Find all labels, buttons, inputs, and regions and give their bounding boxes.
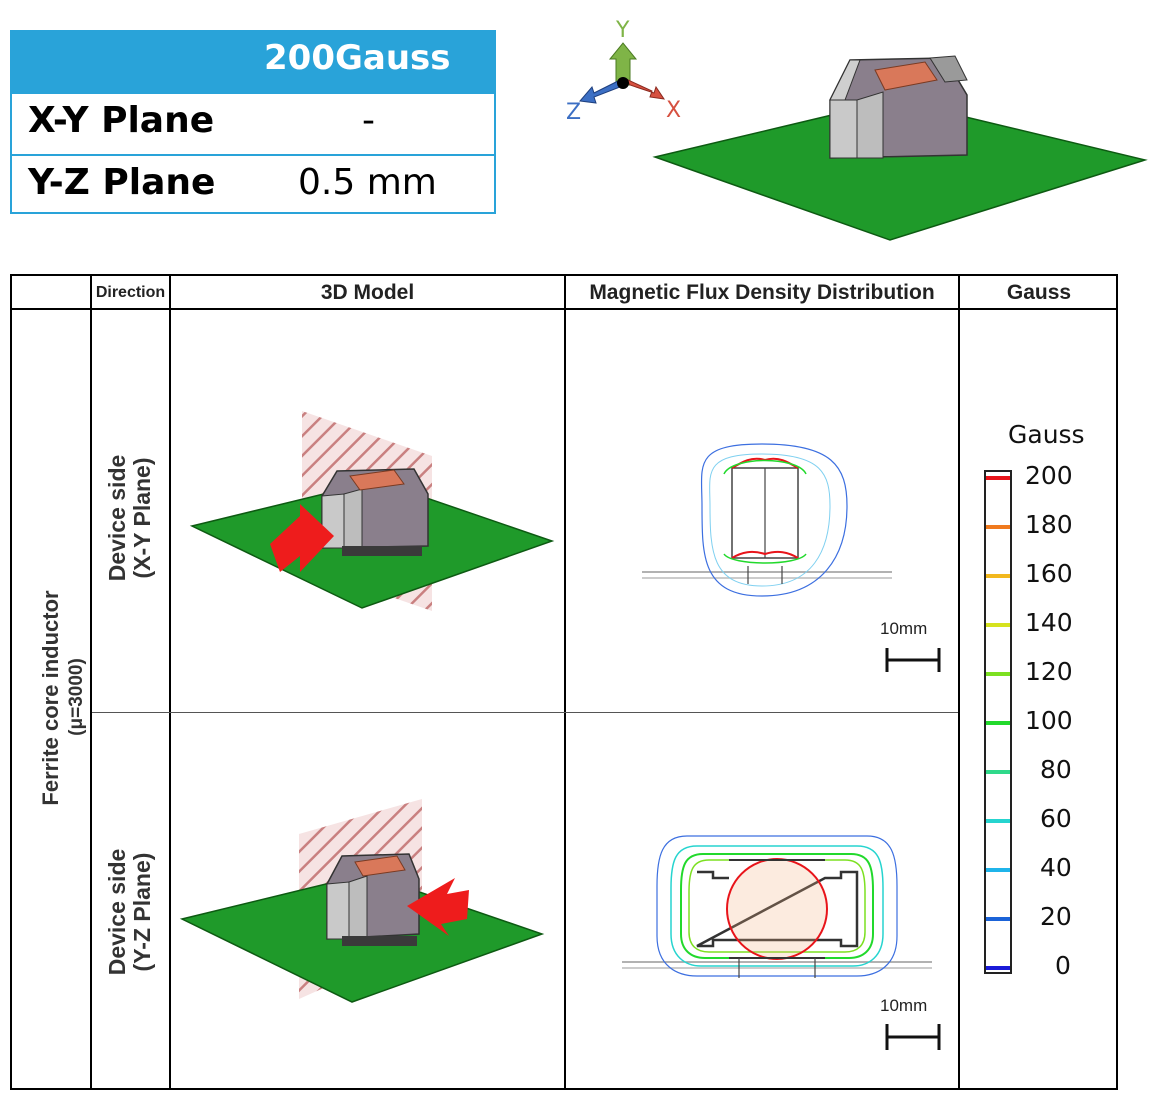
colorbar-tick-mark [986,770,1010,774]
colorbar-tick-label: 20 [1040,902,1072,931]
col-divider [564,276,566,1088]
colorbar-title: Gauss [1008,420,1085,449]
axis-y-label: Y [615,18,630,43]
row-1-direction: Device side [104,454,130,582]
row-2-plane: (Y-Z Plane) [129,852,155,972]
scale-label-yz: 10mm [880,996,928,1015]
colorbar-tick-label: 200 [1025,461,1073,490]
colorbar [984,470,1012,974]
colorbar-tick-mark [986,574,1010,578]
colorbar-tick-label: 80 [1040,755,1072,784]
summary-row-label: X-Y Plane [28,100,215,141]
axis-x-label: X [666,98,681,123]
inductor-3d-illustration [652,55,1148,241]
colorbar-tick-mark [986,623,1010,627]
colorbar-tick-mark [986,819,1010,823]
colorbar-tick-label: 160 [1025,559,1073,588]
col-divider [169,276,171,1088]
summary-header-label: 200Gauss [264,38,451,78]
row-2-direction: Device side [104,848,130,976]
axis-z-label: Z [566,100,581,125]
colorbar-tick-label: 180 [1025,510,1073,539]
colorbar-tick-mark [986,721,1010,725]
scale-bar-xy [885,648,941,672]
summary-row-value: 0.5 mm [298,162,437,203]
flux-table: Direction 3D Model Magnetic Flux Density… [10,274,1118,1090]
header-flux-distribution: Magnetic Flux Density Distribution [589,281,935,304]
colorbar-tick-label: 60 [1040,804,1072,833]
header-gauss: Gauss [1006,281,1072,304]
col-divider [90,276,92,1088]
colorbar-tick-mark [986,672,1010,676]
colorbar-tick-mark [986,917,1010,921]
header-direction: Direction [95,284,166,301]
row-1-plane: (X-Y Plane) [129,457,155,579]
axes-triad-icon: Y X Z [566,18,681,125]
header-3d-model: 3D Model [320,281,415,304]
model-yz-illustration [179,799,545,1003]
flux-yz-plot [622,835,932,978]
colorbar-tick-label: 120 [1025,657,1073,686]
flux-xy-plot [642,443,892,597]
colorbar-tick-label: 100 [1025,706,1073,735]
summary-row-value: - [362,100,375,141]
summary-header: 200Gauss [12,32,494,94]
colorbar-tick-mark [986,476,1010,480]
scale-label-xy: 10mm [880,619,928,638]
colorbar-tick-mark [986,966,1010,970]
summary-row-yz: Y-Z Plane 0.5 mm [12,156,494,216]
scale-bar-yz [885,1024,941,1050]
row-group-name: Ferrite core inductor [38,590,63,806]
colorbar-tick-label: 0 [1055,951,1071,980]
summary-table: 200Gauss X-Y Plane - Y-Z Plane 0.5 mm [10,30,496,214]
colorbar-tick-label: 140 [1025,608,1073,637]
header-divider [12,308,1116,310]
colorbar-tick-mark [986,525,1010,529]
col-divider [958,276,960,1088]
row-group-permeability: (μ=3000) [66,658,87,736]
summary-row-xy: X-Y Plane - [12,94,494,156]
model-xy-illustration [189,411,555,611]
colorbar-tick-mark [986,868,1010,872]
row-divider [92,712,958,713]
summary-row-label: Y-Z Plane [28,162,216,203]
colorbar-tick-label: 40 [1040,853,1072,882]
